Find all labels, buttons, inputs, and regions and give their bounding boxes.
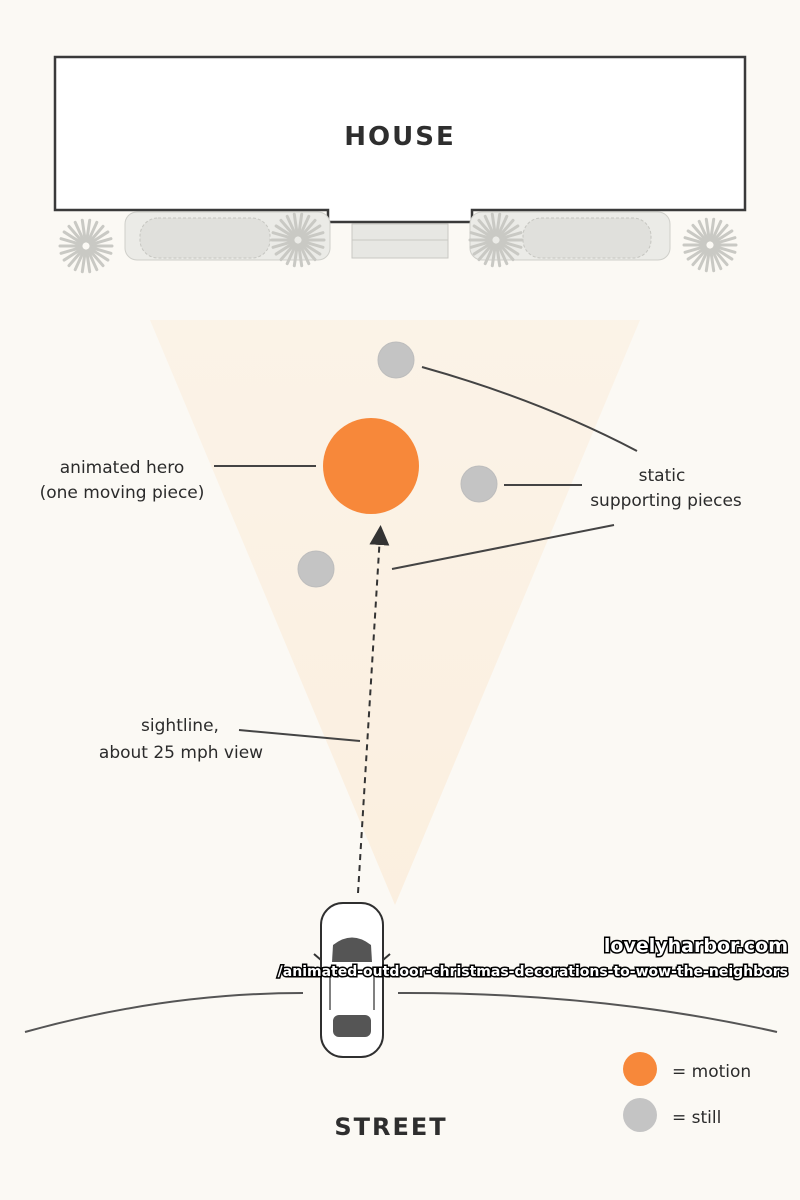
still-piece: [297, 550, 335, 588]
street-curve: [24, 992, 304, 1033]
sightline-arrow: [357, 525, 390, 894]
hero-label-line1: animated hero: [60, 458, 184, 478]
legend-motion-label: = motion: [672, 1062, 751, 1082]
street-curve: [397, 991, 778, 1033]
hero-label-line2: (one moving piece): [40, 483, 205, 503]
watermark-path: /animated-outdoor-christmas-decorations-…: [278, 964, 788, 980]
still-piece: [377, 341, 415, 379]
house-label: HOUSE: [344, 122, 455, 152]
animated-hero-piece: [323, 418, 419, 514]
house: HOUSE: [53, 55, 747, 224]
plant-bursts: [58, 212, 738, 274]
plant-icon: [270, 212, 326, 268]
front-steps: [351, 223, 449, 259]
shrub: [139, 217, 271, 259]
static-label-line1: static: [639, 466, 686, 486]
legend: = motion = still: [623, 1052, 751, 1132]
legend-still-swatch: [623, 1098, 657, 1132]
plant-icon: [682, 217, 738, 273]
legend-still-label: = still: [672, 1108, 721, 1128]
view-cone: [150, 320, 640, 905]
plant-icon: [468, 212, 524, 268]
shrub: [522, 217, 652, 259]
static-leader-line: [421, 366, 638, 452]
sightline-leader-line: [238, 729, 361, 742]
car: [313, 902, 391, 1058]
sightline-label-line2: about 25 mph view: [99, 743, 263, 763]
watermark-domain: lovelyharbor.com: [604, 935, 788, 957]
legend-motion-swatch: [623, 1052, 657, 1086]
plant-icon: [58, 218, 114, 274]
sightline-label-line1: sightline,: [141, 716, 219, 736]
still-piece: [460, 465, 498, 503]
static-leader-line: [391, 524, 615, 570]
static-label-line2: supporting pieces: [590, 491, 742, 511]
street-label: STREET: [334, 1113, 447, 1141]
